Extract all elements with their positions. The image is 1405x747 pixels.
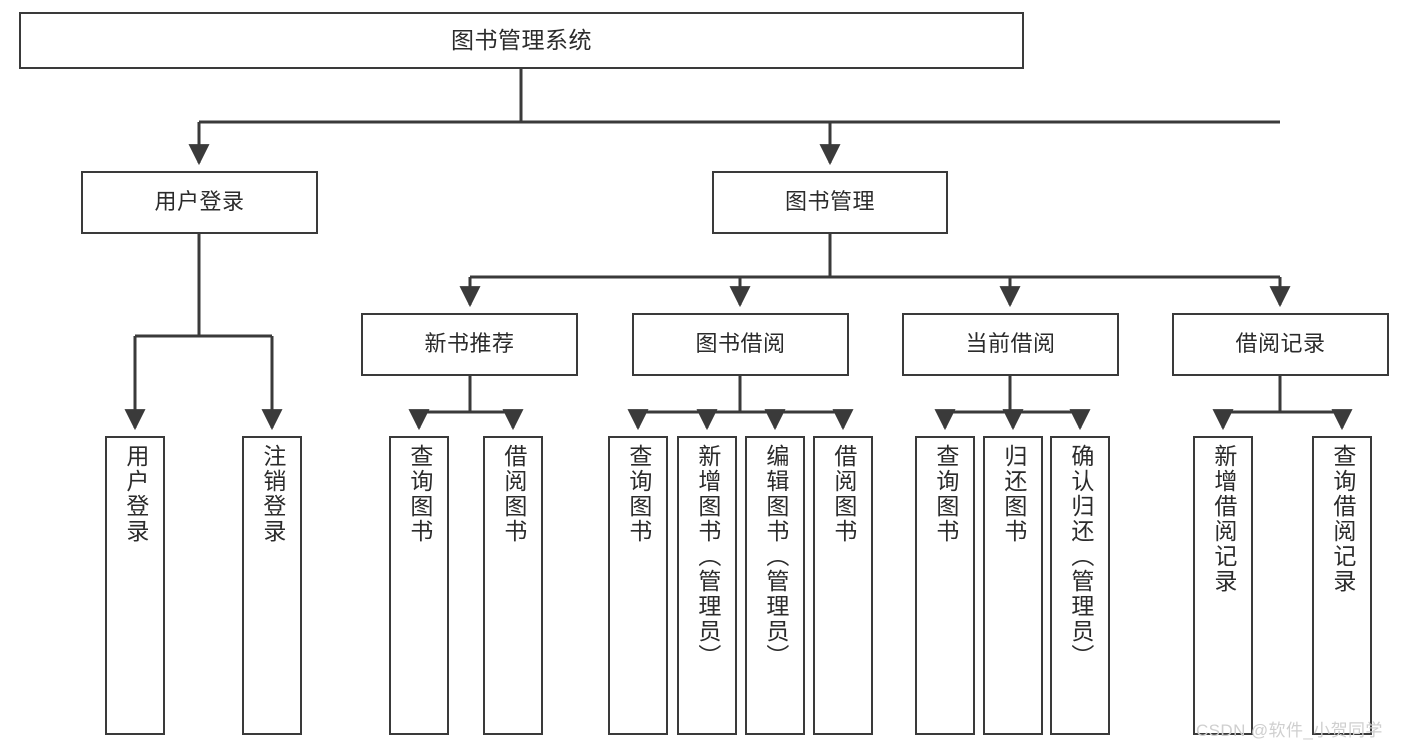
leaf-confirm-return-admin[interactable]: 确认归还（管理员） — [1050, 436, 1110, 735]
leaf-borrow-book-label: 借阅图书 — [830, 444, 857, 544]
leaf-edit-book-admin-label: 编辑图书（管理员） — [762, 444, 789, 669]
leaf-query-borrow-record-label: 查询借阅记录 — [1329, 444, 1356, 594]
leaf-query-book-label: 查询图书 — [625, 444, 652, 544]
leaf-query-book-current[interactable]: 查询图书 — [915, 436, 975, 735]
node-root-label: 图书管理系统 — [451, 26, 592, 53]
leaf-query-book-recommend-label: 查询图书 — [406, 444, 433, 544]
leaf-add-book-admin[interactable]: 新增图书（管理员） — [677, 436, 737, 735]
node-new-book-recommend[interactable]: 新书推荐 — [361, 313, 578, 376]
node-user-login-label: 用户登录 — [154, 189, 245, 215]
watermark-text: CSDN @软件_小贺同学 — [1196, 721, 1383, 740]
node-borrow-record-label: 借阅记录 — [1235, 331, 1326, 357]
leaf-query-book-recommend[interactable]: 查询图书 — [389, 436, 449, 735]
leaf-query-book[interactable]: 查询图书 — [608, 436, 668, 735]
leaf-borrow-book-recommend[interactable]: 借阅图书 — [483, 436, 543, 735]
node-book-borrow[interactable]: 图书借阅 — [632, 313, 849, 376]
leaf-user-login[interactable]: 用户登录 — [105, 436, 165, 735]
leaf-query-book-current-label: 查询图书 — [932, 444, 959, 544]
node-current-borrow-label: 当前借阅 — [965, 331, 1056, 357]
leaf-return-book-label: 归还图书 — [1000, 444, 1027, 544]
leaf-borrow-book[interactable]: 借阅图书 — [813, 436, 873, 735]
node-current-borrow[interactable]: 当前借阅 — [902, 313, 1119, 376]
node-borrow-record[interactable]: 借阅记录 — [1172, 313, 1389, 376]
leaf-add-borrow-record-label: 新增借阅记录 — [1210, 444, 1237, 594]
leaf-add-book-admin-label: 新增图书（管理员） — [694, 444, 721, 669]
leaf-logout[interactable]: 注销登录 — [242, 436, 302, 735]
node-book-management-label: 图书管理 — [784, 189, 875, 215]
leaf-user-login-label: 用户登录 — [122, 444, 149, 544]
node-user-login[interactable]: 用户登录 — [81, 171, 318, 234]
leaf-query-borrow-record[interactable]: 查询借阅记录 — [1312, 436, 1372, 735]
node-book-borrow-label: 图书借阅 — [695, 331, 786, 357]
leaf-return-book[interactable]: 归还图书 — [983, 436, 1043, 735]
node-book-management[interactable]: 图书管理 — [712, 171, 948, 234]
node-root[interactable]: 图书管理系统 — [19, 12, 1024, 69]
leaf-borrow-book-recommend-label: 借阅图书 — [500, 444, 527, 544]
node-new-book-recommend-label: 新书推荐 — [424, 331, 515, 357]
leaf-confirm-return-admin-label: 确认归还（管理员） — [1067, 444, 1094, 669]
leaf-add-borrow-record[interactable]: 新增借阅记录 — [1193, 436, 1253, 735]
leaf-edit-book-admin[interactable]: 编辑图书（管理员） — [745, 436, 805, 735]
leaf-logout-label: 注销登录 — [259, 444, 286, 544]
